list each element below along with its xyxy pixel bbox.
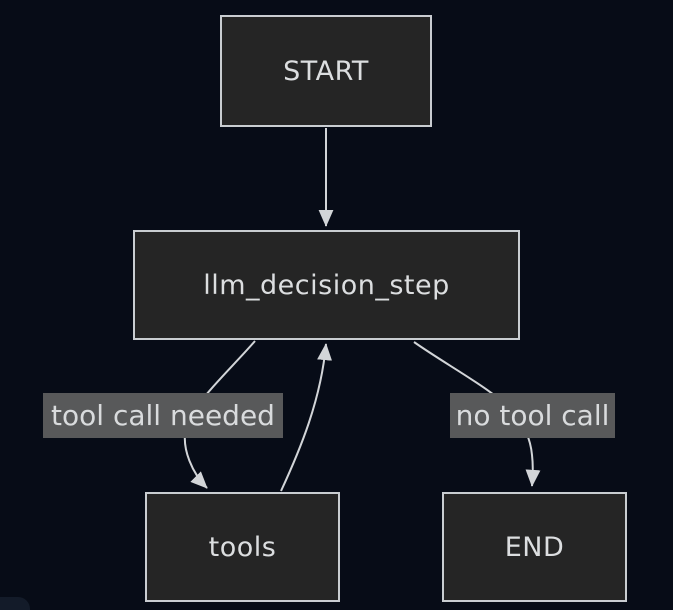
edge-label-no-tool-call-text: no tool call — [455, 399, 610, 432]
edge-label-tool-call-needed-text: tool call needed — [51, 399, 275, 432]
corner-artifact — [0, 597, 30, 610]
edge-tools-to-llm-arrow — [280, 343, 333, 492]
node-llm-decision-step-label: llm_decision_step — [203, 269, 450, 301]
node-end-label: END — [504, 531, 565, 563]
node-end: END — [442, 492, 627, 602]
node-llm-decision-step: llm_decision_step — [133, 230, 520, 340]
node-tools: tools — [145, 492, 340, 602]
edge-label-no-tool-call: no tool call — [450, 393, 615, 438]
edge-label-tool-call-needed: tool call needed — [43, 393, 283, 438]
node-start-label: START — [283, 55, 369, 87]
node-start: START — [220, 15, 432, 127]
node-tools-label: tools — [208, 531, 277, 563]
